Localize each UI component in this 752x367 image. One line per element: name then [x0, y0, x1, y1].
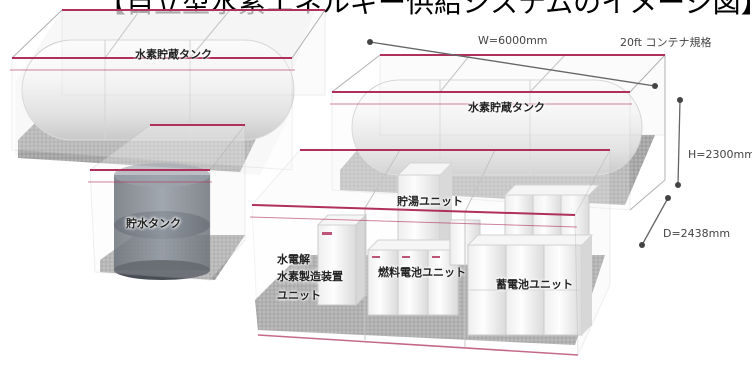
dimension-depth-label: D=2438mm [663, 227, 731, 240]
electrolyzer-label-line3: ユニット [277, 289, 321, 302]
hot-water-unit-label: 貯湯ユニット [397, 195, 463, 208]
water-tank-body [114, 175, 210, 270]
dimension-width-label: W=6000mm [478, 34, 548, 47]
hydrogen-tank-body [21, 39, 295, 141]
dimension-height [675, 97, 683, 188]
fuel-cell-unit-label: 燃料電池ユニット [378, 266, 466, 279]
electrolyzer-unit [316, 213, 368, 307]
hydrogen-storage-container-left [10, 9, 326, 175]
electrolyzer-label-line2: 水素製造装置 [277, 270, 343, 283]
hydrogen-tank-label-left: 水素貯蔵タンク [135, 48, 212, 61]
hot-water-unit [396, 162, 454, 251]
container-spec-label: 20ft コンテナ規格 [620, 36, 712, 49]
water-tank-label: 貯水タンク [126, 217, 181, 230]
container-glass-side [574, 149, 611, 356]
battery-unit-label: 蓄電池ユニット [496, 278, 573, 291]
hydrogen-tank-label-right: 水素貯蔵タンク [468, 101, 545, 114]
electrolyzer-label-line1: 水電解 [277, 253, 310, 266]
hydrogen-storage-container-right [330, 54, 666, 211]
equipment-container [249, 149, 611, 356]
water-tank-container [88, 123, 247, 282]
dimension-depth [639, 195, 671, 248]
dimension-height-label: H=2300mm [688, 148, 752, 161]
dimension-width [367, 39, 658, 89]
battery-unit [466, 234, 594, 336]
